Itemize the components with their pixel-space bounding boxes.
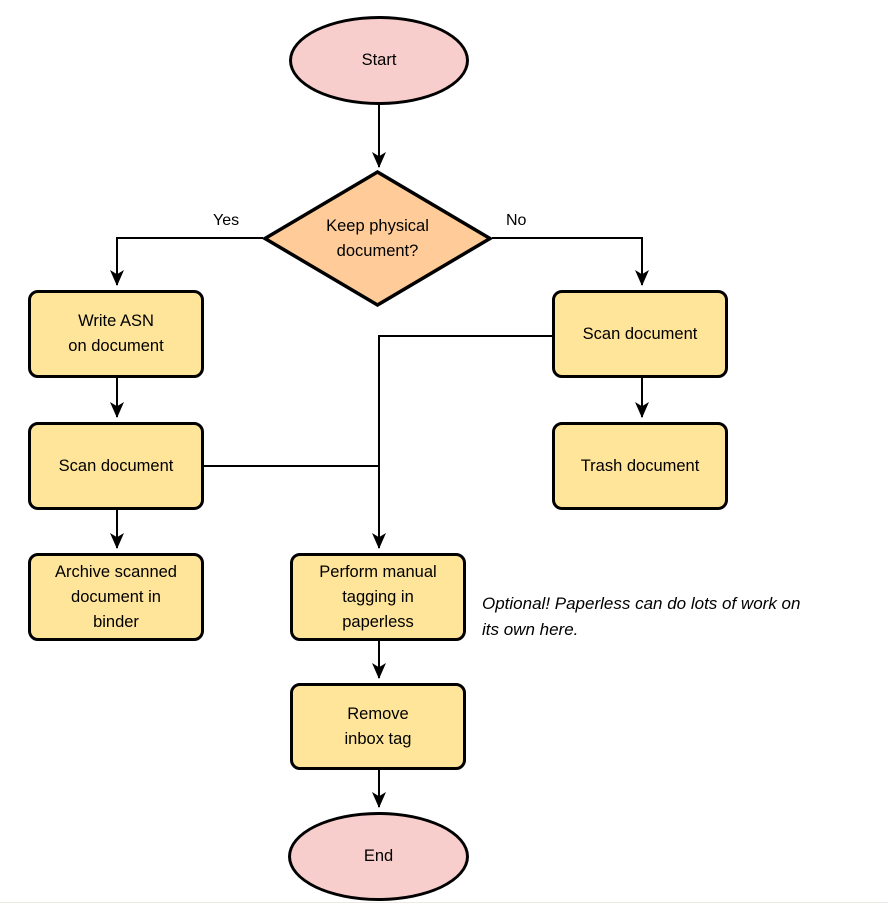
node-decision: Keep physical document? bbox=[261, 168, 494, 309]
node-trash-document: Trash document bbox=[552, 422, 728, 510]
node-remove-inbox-tag-label: Remove inbox tag bbox=[344, 704, 412, 748]
edge-decision-yes bbox=[110, 237, 263, 286]
page-edge-line bbox=[0, 902, 888, 903]
node-write-asn-label: Write ASN on document bbox=[68, 312, 164, 355]
node-decision-label: Keep physical document? bbox=[326, 216, 429, 260]
edge-label-yes: Yes bbox=[213, 212, 240, 229]
node-start-label: Start bbox=[361, 51, 397, 69]
edge-label-no: No bbox=[506, 212, 527, 229]
node-start: Start bbox=[289, 16, 469, 105]
node-scan-document-left-label: Scan document bbox=[58, 456, 174, 475]
node-scan-document-right: Scan document bbox=[552, 290, 728, 378]
decision-diamond-shape bbox=[261, 169, 494, 308]
edge-scanright-to-tagging bbox=[372, 335, 552, 549]
edge-decision-no bbox=[492, 237, 649, 286]
node-end-label: End bbox=[363, 847, 394, 865]
node-scan-document-left: Scan document bbox=[28, 422, 204, 510]
node-scan-document-right-label: Scan document bbox=[582, 324, 698, 343]
node-archive-binder: Archive scanned document in binder bbox=[28, 553, 204, 641]
node-archive-binder-label: Archive scanned document in binder bbox=[55, 562, 177, 631]
node-trash-document-label: Trash document bbox=[580, 456, 700, 475]
node-manual-tagging: Perform manual tagging in paperless bbox=[290, 553, 466, 641]
node-remove-inbox-tag: Remove inbox tag bbox=[290, 683, 466, 770]
node-manual-tagging-label: Perform manual tagging in paperless bbox=[319, 562, 437, 631]
node-write-asn: Write ASN on document bbox=[28, 290, 204, 378]
optional-note: Optional! Paperless can do lots of work … bbox=[482, 594, 801, 639]
node-end: End bbox=[288, 812, 469, 901]
